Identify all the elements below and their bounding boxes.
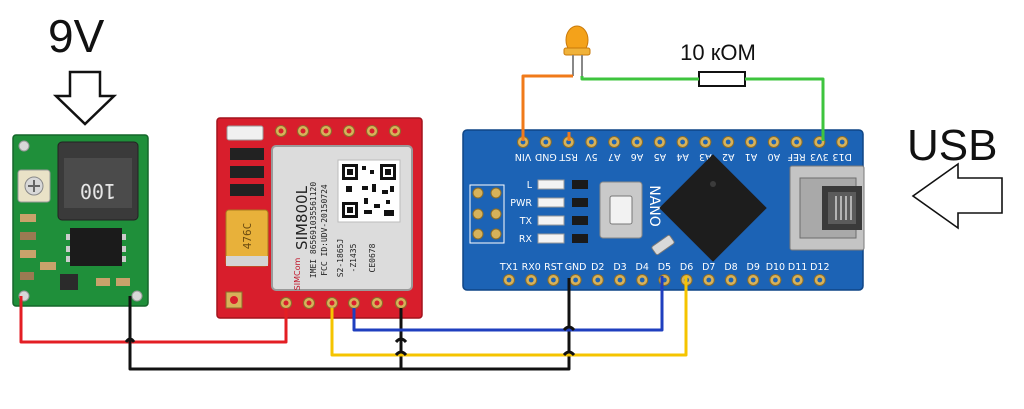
- sim800l-ce: CE0678: [368, 243, 377, 272]
- top-pin-label-a6: A6: [631, 151, 644, 162]
- left-arrow-icon: [911, 162, 1003, 230]
- top-pin-label-5v: 5V: [585, 151, 598, 162]
- wire-yellow: [330, 276, 688, 357]
- top-pin-label-a0: A0: [768, 151, 781, 162]
- wire-blue: [352, 276, 664, 332]
- sim800l-serial1: S2-1865J: [336, 239, 345, 278]
- sim800l-brand: SIMCom: [293, 257, 302, 290]
- step-down-regulator: 100: [12, 134, 149, 307]
- bottom-pin-label-d4: D4: [636, 262, 649, 273]
- bottom-pin-label-d5: D5: [658, 262, 671, 273]
- bottom-pin-label-rst: RST: [544, 262, 563, 273]
- bottom-pin-label-d12: D12: [810, 262, 829, 273]
- mini-usb-connector: [789, 165, 865, 251]
- led-resistor-rx: [572, 234, 588, 243]
- top-pin-label-a5: A5: [654, 151, 667, 162]
- resistor: [698, 71, 746, 87]
- sim800l-imei: IMEI 865691035561120: [309, 182, 318, 279]
- wire-black: [128, 278, 571, 371]
- led-pwr: [537, 197, 565, 208]
- atmega-chip: [659, 154, 767, 262]
- resistor-value-label: 10 кОМ: [680, 40, 756, 65]
- top-pin-label-vin: VIN: [515, 151, 531, 162]
- led-rx: [537, 233, 565, 244]
- down-arrow-icon: [52, 70, 118, 126]
- top-pin-label-a4: A4: [676, 151, 689, 162]
- led: [563, 25, 591, 76]
- led-label-l: L: [527, 180, 533, 191]
- bottom-pin-label-d7: D7: [702, 262, 715, 273]
- bottom-pin-label-d10: D10: [766, 262, 785, 273]
- wire-green-2: [745, 77, 825, 141]
- led-l: [537, 179, 565, 190]
- wire-green: [580, 76, 699, 81]
- inductor-marking: 100: [80, 179, 116, 203]
- top-pin-label-ref: REF: [788, 151, 806, 162]
- wire-red: [19, 296, 288, 344]
- sim800l-module: 476C SIM800L IMEI 865691035561120 FCC ID…: [216, 117, 423, 319]
- icsp-header: [472, 187, 502, 240]
- top-pin-label-d13: D13: [832, 151, 851, 162]
- reset-button: [599, 181, 643, 239]
- nano-top-pin-holes: [517, 136, 849, 148]
- led-label-tx: TX: [519, 216, 533, 227]
- bottom-pin-label-d11: D11: [788, 262, 807, 273]
- bottom-pin-label-d8: D8: [724, 262, 737, 273]
- bottom-pin-label-d3: D3: [613, 262, 626, 273]
- top-pin-label-rst: RST: [559, 151, 578, 162]
- bottom-pin-label-tx1: TX1: [499, 262, 518, 273]
- led-resistor-l: [572, 180, 588, 189]
- led-label-rx: RX: [519, 234, 533, 245]
- nano-status-leds: L PWR TX RX: [510, 179, 588, 245]
- wire-orange: [521, 74, 573, 141]
- wires: [19, 74, 825, 371]
- wire-hops: [124, 325, 576, 357]
- crystal: [651, 234, 675, 256]
- led-tx: [537, 215, 565, 226]
- top-pin-label-a2: A2: [722, 151, 735, 162]
- top-pin-label-a7: A7: [608, 151, 621, 162]
- board-name: NANO: [646, 185, 662, 227]
- bottom-pin-label-gnd: GND: [565, 262, 587, 273]
- bottom-pin-label-d2: D2: [591, 262, 604, 273]
- top-pin-label-gnd: GND: [535, 151, 557, 162]
- top-pin-label-a1: A1: [745, 151, 758, 162]
- qr-code: [337, 159, 401, 223]
- bottom-pin-label-rx0: RX0: [522, 262, 541, 273]
- top-pin-label-a3: A3: [699, 151, 712, 162]
- capacitor-marking: 476C: [241, 223, 254, 250]
- nano-bottom-pin-holes: [503, 274, 826, 286]
- sim800l-fcc: FCC ID:UDV-20150724: [320, 184, 329, 276]
- led-resistor-pwr: [572, 198, 588, 207]
- voltage-label: 9V: [48, 10, 105, 62]
- sim800l-serial2: -Z1435: [349, 243, 358, 272]
- bottom-pin-label-d9: D9: [747, 262, 760, 273]
- bottom-pin-label-d6: D6: [680, 262, 693, 273]
- sim800l-model: SIM800L: [293, 185, 311, 250]
- led-label-pwr: PWR: [510, 198, 532, 209]
- led-resistor-tx: [572, 216, 588, 225]
- usb-label: USB: [907, 121, 997, 170]
- top-pin-label-3v3: 3V3: [810, 151, 829, 162]
- regulator-ic: [70, 228, 122, 266]
